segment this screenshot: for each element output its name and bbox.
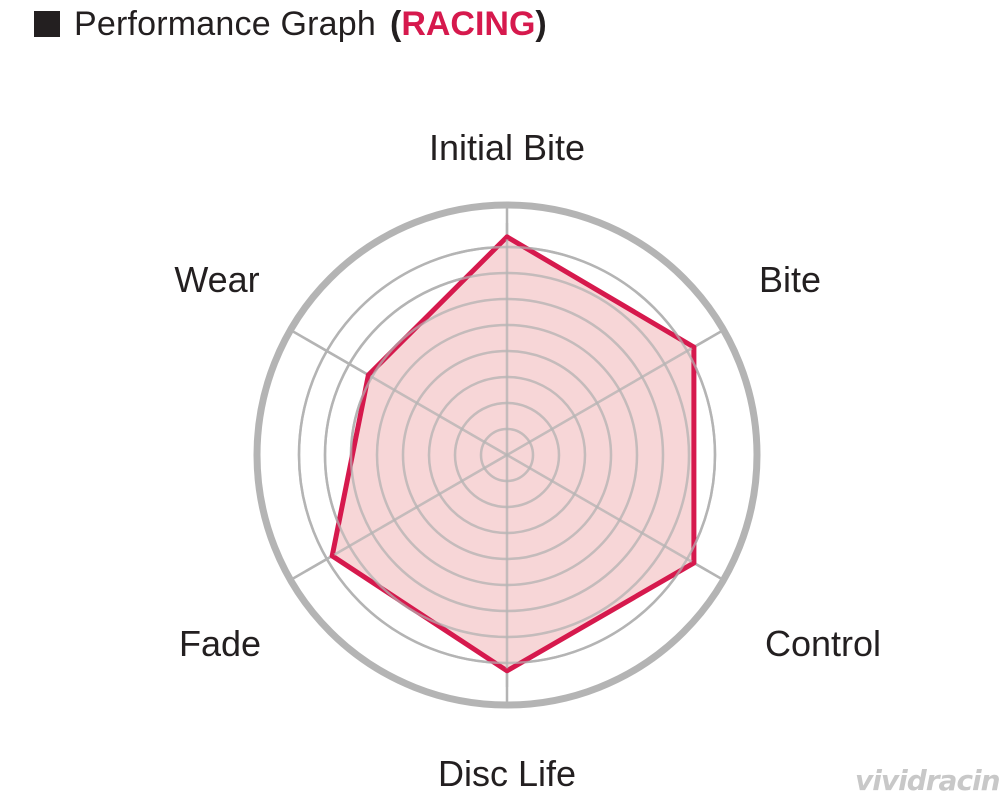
paren-close: ) [535,4,547,43]
data-point-disc-life [504,668,510,674]
chart-header: Performance Graph ( RACING ) [34,0,547,48]
axis-spoke-overlay [506,337,709,457]
paren-open: ( [389,4,402,43]
axis-label-disc-life: Disc Life [438,753,576,794]
data-point-wear [365,372,371,378]
chart-subtitle-highlight: RACING [401,4,536,43]
data-point-fade [329,553,335,559]
axis-label-wear: Wear [174,259,259,300]
radar-series [297,223,717,687]
axis-spoke-overlay [305,337,508,457]
axis-spoke-overlay [305,453,508,573]
axis-label-control: Control [765,623,881,664]
axis-spoke-overlay [506,453,709,573]
data-point-initial-bite [504,234,510,240]
watermark-logo: vividracing [855,764,1000,797]
series-area [329,234,697,674]
data-point-control [691,560,697,566]
grid-overlay [297,223,717,687]
chart-title: Performance Graph [74,4,376,43]
square-bullet-icon [34,11,60,37]
axis-label-initial-bite: Initial Bite [429,127,585,168]
data-point-bite [691,344,697,350]
axis-label-bite: Bite [759,259,821,300]
axis-label-fade: Fade [179,623,261,664]
